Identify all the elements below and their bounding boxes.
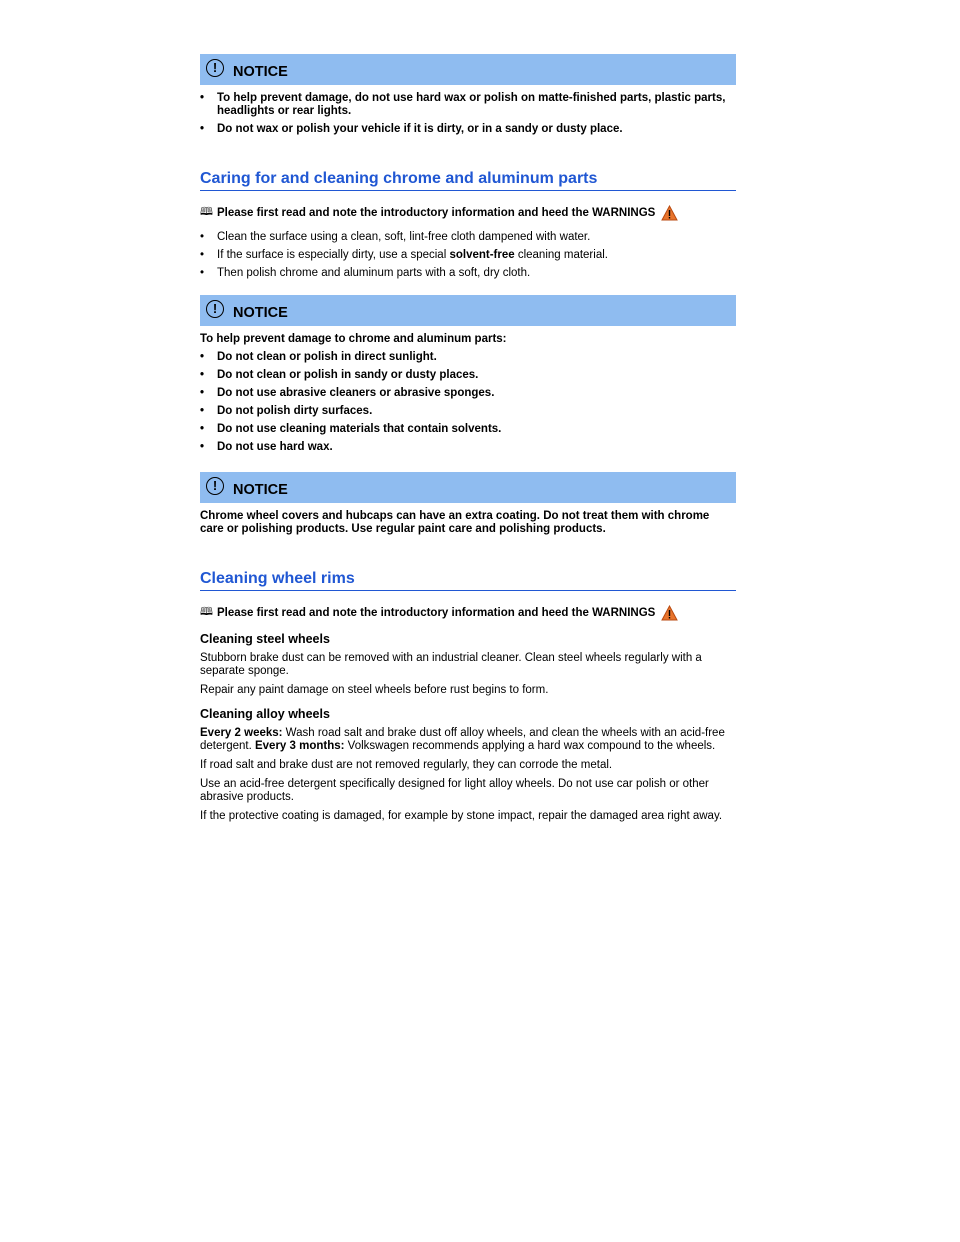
- chrome-section: Caring for and cleaning chrome and alumi…: [200, 170, 736, 280]
- paragraph: If road salt and brake dust are not remo…: [200, 759, 613, 771]
- list-item: •Then polish chrome and aluminum parts w…: [200, 267, 531, 279]
- notice-list: •To help prevent damage, do not use hard…: [200, 92, 736, 136]
- notice-bar: ! NOTICE: [200, 472, 736, 503]
- list-item: •Do not use cleaning materials that cont…: [200, 423, 502, 435]
- subheading-steel: Cleaning steel wheels: [200, 632, 330, 646]
- list-item: •Do not use hard wax.: [200, 441, 333, 453]
- list-item: •Do not clean or polish in direct sunlig…: [200, 351, 437, 363]
- list-item: •Do not clean or polish in sandy or dust…: [200, 369, 479, 381]
- warning-triangle-icon: [661, 204, 679, 220]
- bullet-icon: •: [200, 92, 205, 104]
- notice-1: ! NOTICE •To help prevent damage, do not…: [200, 54, 736, 136]
- list-item: •If the surface is especially dirty, use…: [200, 249, 608, 261]
- steps-list: •Clean the surface using a clean, soft, …: [200, 231, 736, 280]
- paragraph: Every 2 weeks: Wash road salt and brake …: [200, 727, 725, 752]
- paragraph: Use an acid-free detergent specifically …: [200, 778, 709, 803]
- notice-text: Chrome wheel covers and hubcaps can have…: [200, 510, 710, 535]
- list-item: •Do not use abrasive cleaners or abrasiv…: [200, 387, 495, 399]
- book-icon: 🕮: [200, 206, 213, 218]
- notice-3: ! NOTICE Chrome wheel covers and hubcaps…: [200, 472, 736, 536]
- list-item: •Clean the surface using a clean, soft, …: [200, 231, 591, 243]
- notice-2: ! NOTICE To help prevent damage to chrom…: [200, 295, 736, 454]
- manual-page: ! NOTICE •To help prevent damage, do not…: [200, 0, 736, 823]
- notice-title: NOTICE: [233, 304, 288, 321]
- exclamation-circle-icon: !: [206, 476, 224, 495]
- list-item: •To help prevent damage, do not use hard…: [200, 92, 726, 117]
- intro-line: 🕮 Please first read and note the introdu…: [200, 203, 736, 222]
- notice-title: NOTICE: [233, 481, 288, 498]
- section-heading: Caring for and cleaning chrome and alumi…: [200, 170, 736, 191]
- list-item: •Do not polish dirty surfaces.: [200, 405, 373, 417]
- exclamation-circle-icon: !: [206, 58, 224, 77]
- bullet-icon: •: [200, 123, 205, 135]
- notice-title: NOTICE: [233, 63, 288, 80]
- wheel-section: Cleaning wheel rims 🕮 Please first read …: [200, 570, 736, 823]
- list-item: •Do not wax or polish your vehicle if it…: [200, 123, 623, 135]
- subheading-alloy: Cleaning alloy wheels: [200, 707, 330, 721]
- paragraph: Repair any paint damage on steel wheels …: [200, 684, 549, 696]
- notice-bar: ! NOTICE: [200, 295, 736, 326]
- intro-text: Please first read and note the introduct…: [216, 206, 656, 219]
- intro-text: Please first read and note the introduct…: [216, 606, 656, 619]
- book-icon: 🕮: [200, 606, 213, 618]
- paragraph: Stubborn brake dust can be removed with …: [200, 652, 702, 677]
- notice-list: •Do not clean or polish in direct sunlig…: [200, 351, 736, 454]
- intro-line: 🕮 Please first read and note the introdu…: [200, 603, 736, 622]
- section-heading: Cleaning wheel rims: [200, 570, 736, 591]
- paragraph: If the protective coating is damaged, fo…: [200, 810, 723, 822]
- exclamation-circle-icon: !: [206, 299, 224, 318]
- notice-bar: ! NOTICE: [200, 54, 736, 85]
- notice-intro: To help prevent damage to chrome and alu…: [200, 333, 507, 345]
- warning-triangle-icon: [661, 604, 679, 620]
